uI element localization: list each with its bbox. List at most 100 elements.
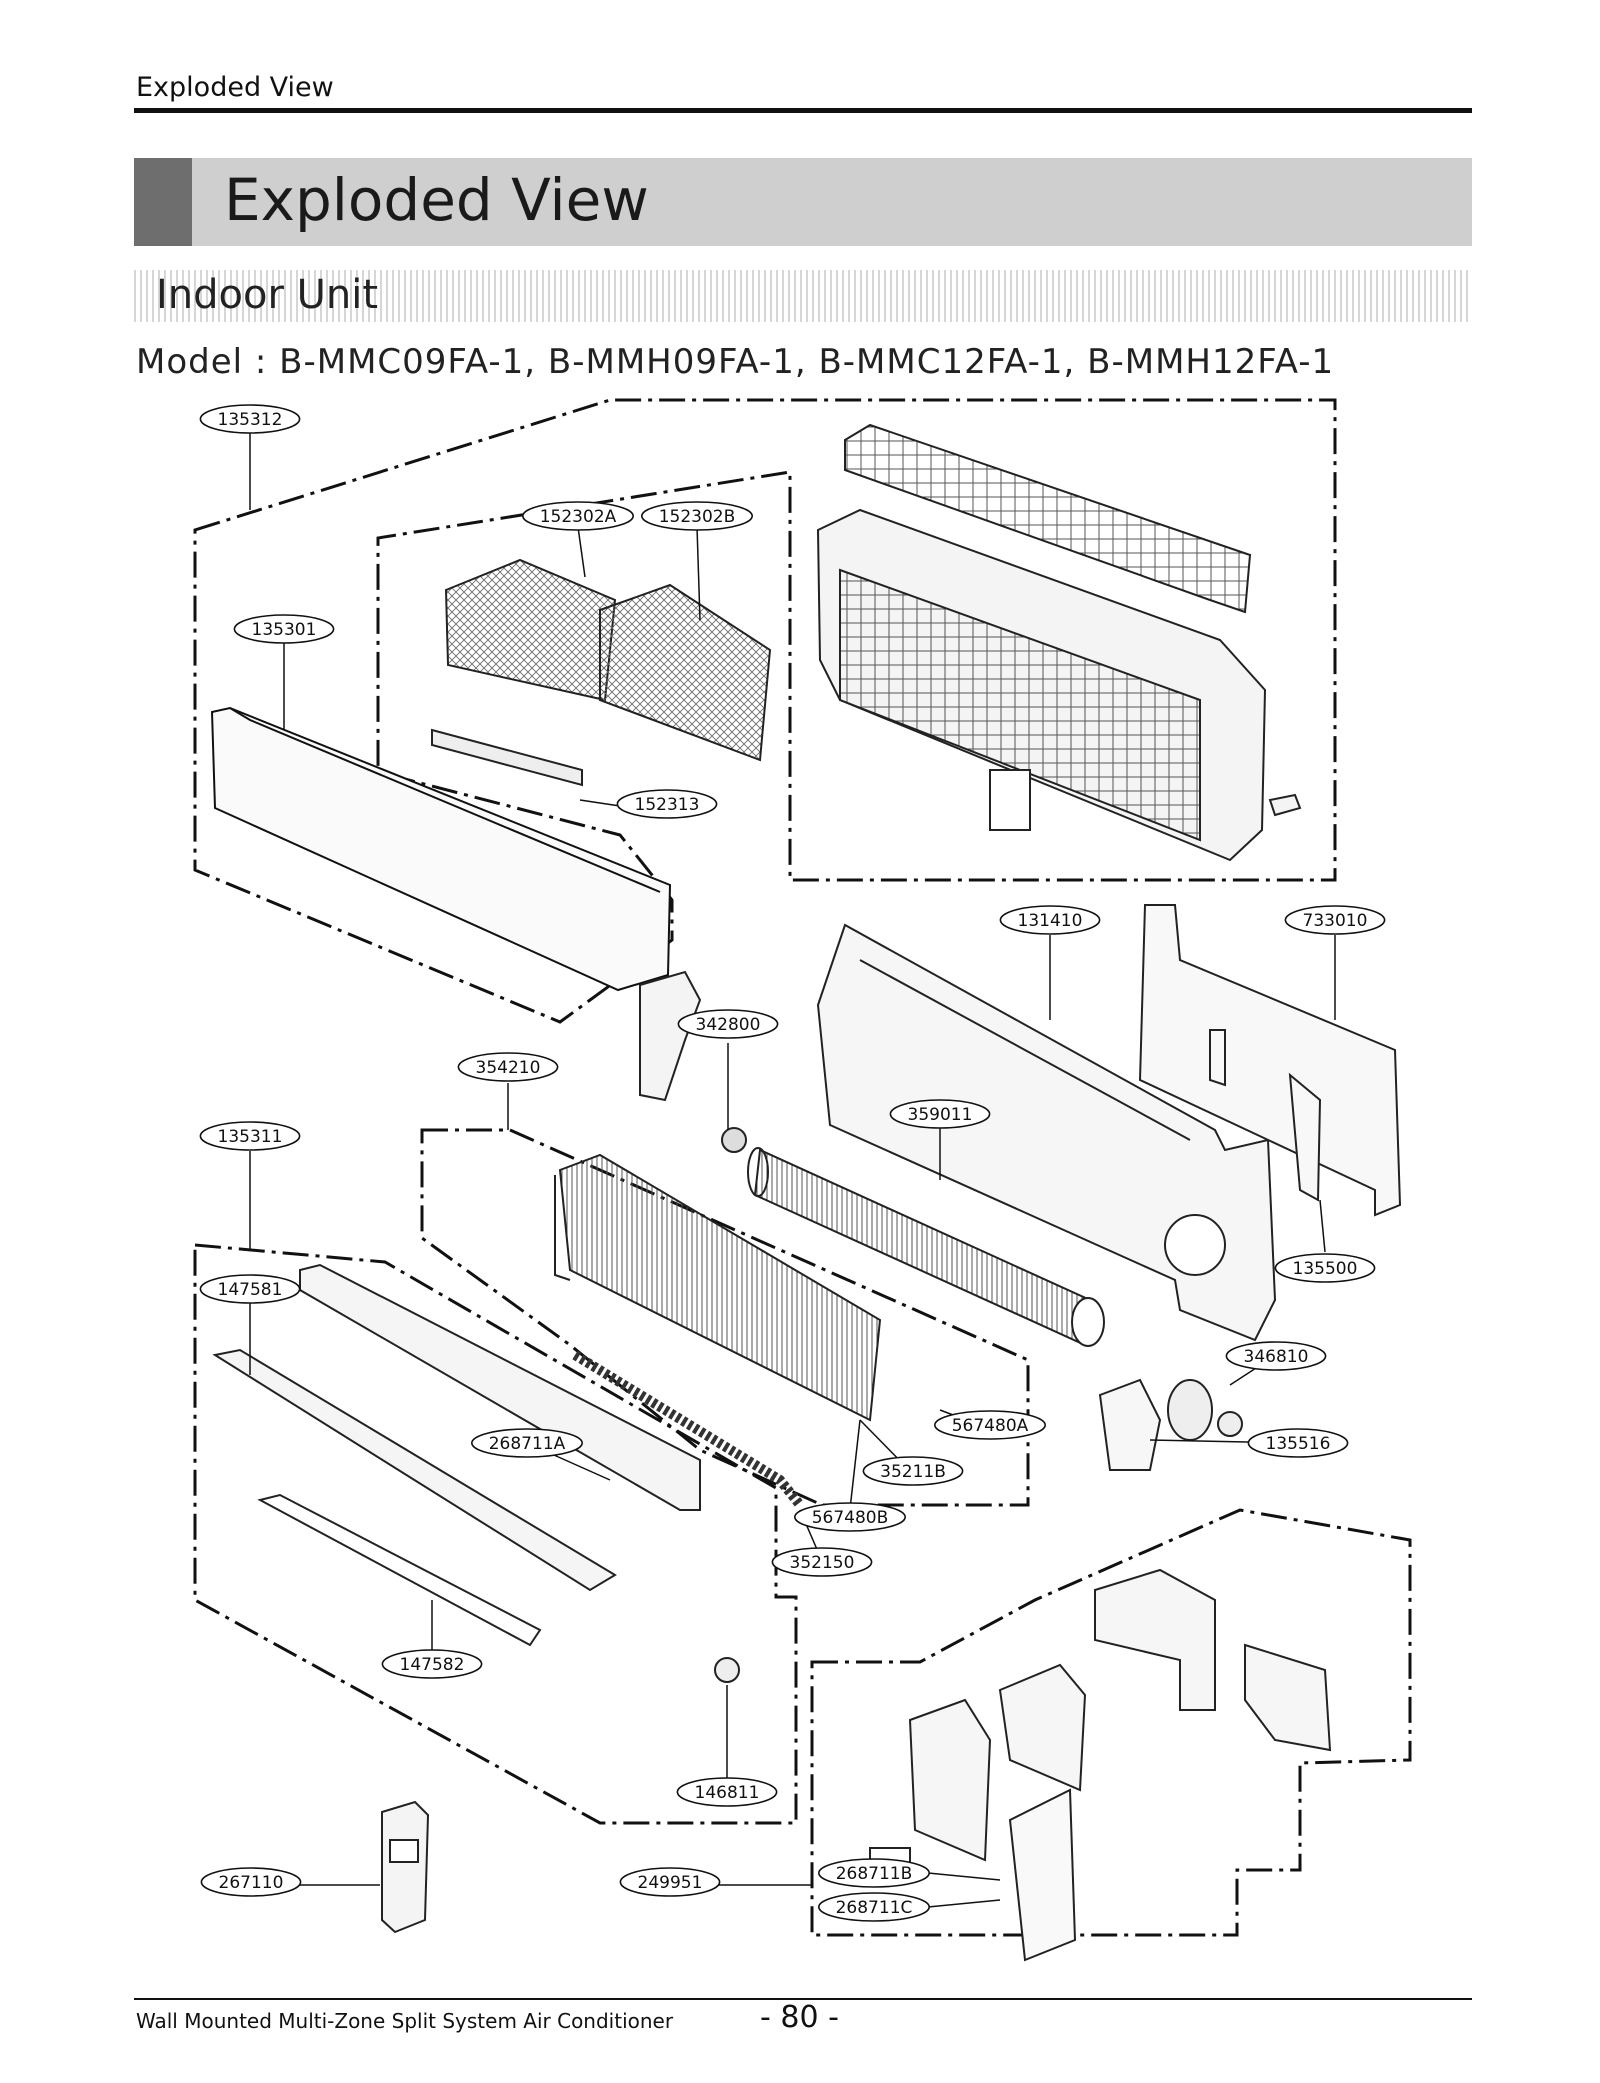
part-number-label: 135311 [218,1127,283,1147]
part-number-label: 268711B [836,1864,913,1884]
callout-ellipse [457,1052,559,1082]
part-number-label: 147581 [218,1280,283,1300]
part-number-label: 354210 [476,1058,541,1078]
footer-rule [134,1998,1472,2000]
part-callout: 346810 [1225,1341,1327,1371]
part-callout: 567480A [933,1410,1046,1440]
chassis-assembly [816,423,1302,862]
callout-ellipse [233,614,335,644]
title-band: Exploded View [134,158,1472,246]
part-number-label: 35211B [880,1462,946,1482]
part-number-label: 152302A [540,507,617,527]
stepping-motor [714,1657,740,1683]
callout-ellipse [677,1009,779,1039]
callout-ellipse [199,1121,301,1151]
callout-ellipse [771,1547,873,1577]
part-callout: 567480B [793,1502,906,1532]
callout-ellipse [199,1274,301,1304]
callout-ellipse [933,1410,1046,1440]
part-number-label: 135500 [1293,1259,1358,1279]
part-number-label: 346810 [1244,1347,1309,1367]
part-callout: 35211B [862,1456,964,1486]
callout-ellipse [862,1456,964,1486]
part-number-label: 342800 [696,1015,761,1035]
part-callout: 268711C [817,1892,930,1922]
page-number: - 80 - [760,2000,839,2035]
part-callout: 135312 [199,404,301,434]
part-number-label: 268711C [836,1898,913,1918]
louver-assembly [212,1263,701,1647]
part-callout: 733010 [1284,905,1386,935]
fan-motor [1098,1378,1243,1471]
section-title: Indoor Unit [156,272,379,318]
part-number-label: 152313 [635,795,700,815]
part-number-label: 147582 [400,1655,465,1675]
remote-controller [381,1800,430,1934]
callout-ellipse [1284,905,1386,935]
section-band: Indoor Unit [134,270,1472,322]
part-callout: 147581 [199,1274,301,1304]
callout-ellipse [619,1867,721,1897]
part-callout: 268711A [470,1428,583,1458]
callout-ellipse [200,1867,302,1897]
part-number-label: 249951 [638,1873,703,1893]
part-number-label: 131410 [1018,911,1083,931]
callout-ellipse [817,1892,930,1922]
part-callout: 135500 [1274,1253,1376,1283]
callout-ellipse [889,1099,991,1129]
part-callout: 354210 [457,1052,559,1082]
part-callout: 135311 [199,1121,301,1151]
callout-ellipse [470,1428,583,1458]
drain-hose [572,1350,804,1509]
part-callout: 147582 [381,1649,483,1679]
part-number-label: 359011 [908,1105,973,1125]
part-callout: 152302B [640,501,753,531]
side-bracket [639,970,747,1153]
part-callout: 135516 [1247,1428,1349,1458]
part-number-label: 268711A [489,1434,566,1454]
callout-ellipse [640,501,753,531]
title-accent-block [134,158,192,246]
part-callout: 131410 [999,905,1101,935]
model-line: Model : B-MMC09FA-1, B-MMH09FA-1, B-MMC1… [136,342,1335,382]
part-callout: 342800 [677,1009,779,1039]
footer-product: Wall Mounted Multi-Zone Split System Air… [136,2009,674,2033]
part-callouts: 135312 152302A 152302B 135301 152313 131410 73… [199,404,1386,1922]
part-number-label: 135301 [252,620,317,640]
front-panel [210,706,672,992]
callout-ellipse [1247,1428,1349,1458]
running-header: Exploded View [136,72,334,103]
callout-ellipse [793,1502,906,1532]
part-callout: 268711B [817,1858,930,1888]
callout-ellipse [999,905,1101,935]
part-callout: 152313 [616,789,718,819]
leader-lines [249,430,1336,1908]
callout-ellipse [1225,1341,1327,1371]
callout-ellipse [381,1649,483,1679]
part-number-label: 135312 [218,410,283,430]
part-number-label: 152302B [659,507,736,527]
part-callout: 135301 [233,614,335,644]
part-number-label: 567480B [812,1508,889,1528]
callout-ellipse [199,404,301,434]
part-callout: 152302A [521,501,634,531]
callout-ellipse [1274,1253,1376,1283]
callout-ellipse [521,501,634,531]
evaporator-coil [554,1153,882,1422]
callout-ellipse [817,1858,930,1888]
part-callout: 359011 [889,1099,991,1129]
part-number-label: 135516 [1266,1434,1331,1454]
cross-flow-fan [747,1147,1105,1347]
part-number-label: 267110 [219,1873,284,1893]
part-callout: 267110 [200,1867,302,1897]
installation-plate [1138,904,1402,1217]
part-callout: 352150 [771,1547,873,1577]
part-number-label: 567480A [952,1416,1029,1436]
part-number-label: 146811 [695,1783,760,1803]
air-filters [431,558,772,787]
part-callout: 146811 [676,1777,778,1807]
drain-pan-rear [816,923,1277,1342]
header-rule [134,108,1472,113]
control-box [869,1568,1332,1962]
